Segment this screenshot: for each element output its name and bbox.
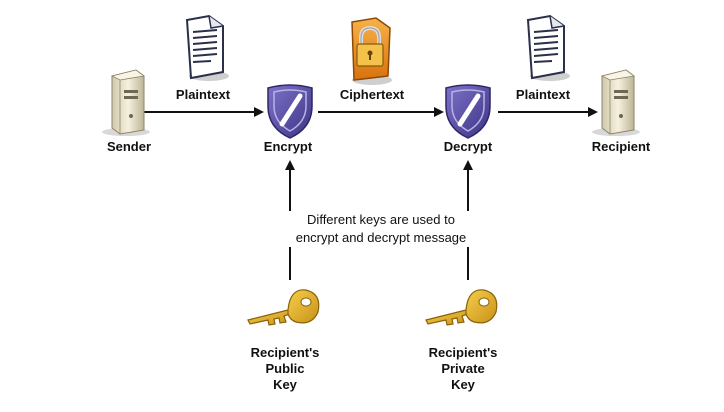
sender-server-icon [102,69,150,136]
private-key-label: Recipient's Private Key [418,345,508,393]
private-key-icon [425,289,498,326]
public-key-label-line-3: Key [273,377,297,392]
locked-document-icon [351,17,392,85]
plaintext-document-icon [185,14,229,81]
plaintext-label-left: Plaintext [175,87,231,102]
decrypt-shield-icon [445,84,491,139]
plaintext-document-icon-right [526,14,570,81]
encrypt-label: Encrypt [263,139,313,154]
private-key-label-line-1: Recipient's [428,345,498,360]
ciphertext-label: Ciphertext [339,87,405,102]
public-key-label: Recipient's Public Key [240,345,330,393]
note-line-1: Different keys are used to [307,212,455,227]
recipient-label: Recipient [591,139,651,154]
recipient-server-icon [592,69,640,136]
encrypt-shield-icon [267,84,313,139]
plaintext-label-right: Plaintext [515,87,571,102]
decrypt-label: Decrypt [443,139,493,154]
private-key-label-line-3: Key [451,377,475,392]
note-line-2: encrypt and decrypt message [295,230,467,245]
public-key-icon [247,289,320,326]
private-key-label-line-2: Private [441,361,485,376]
different-keys-note: Different keys are used to encrypt and d… [270,211,492,247]
public-key-label-line-2: Public [265,361,305,376]
public-key-label-line-1: Recipient's [250,345,320,360]
sender-label: Sender [106,139,152,154]
